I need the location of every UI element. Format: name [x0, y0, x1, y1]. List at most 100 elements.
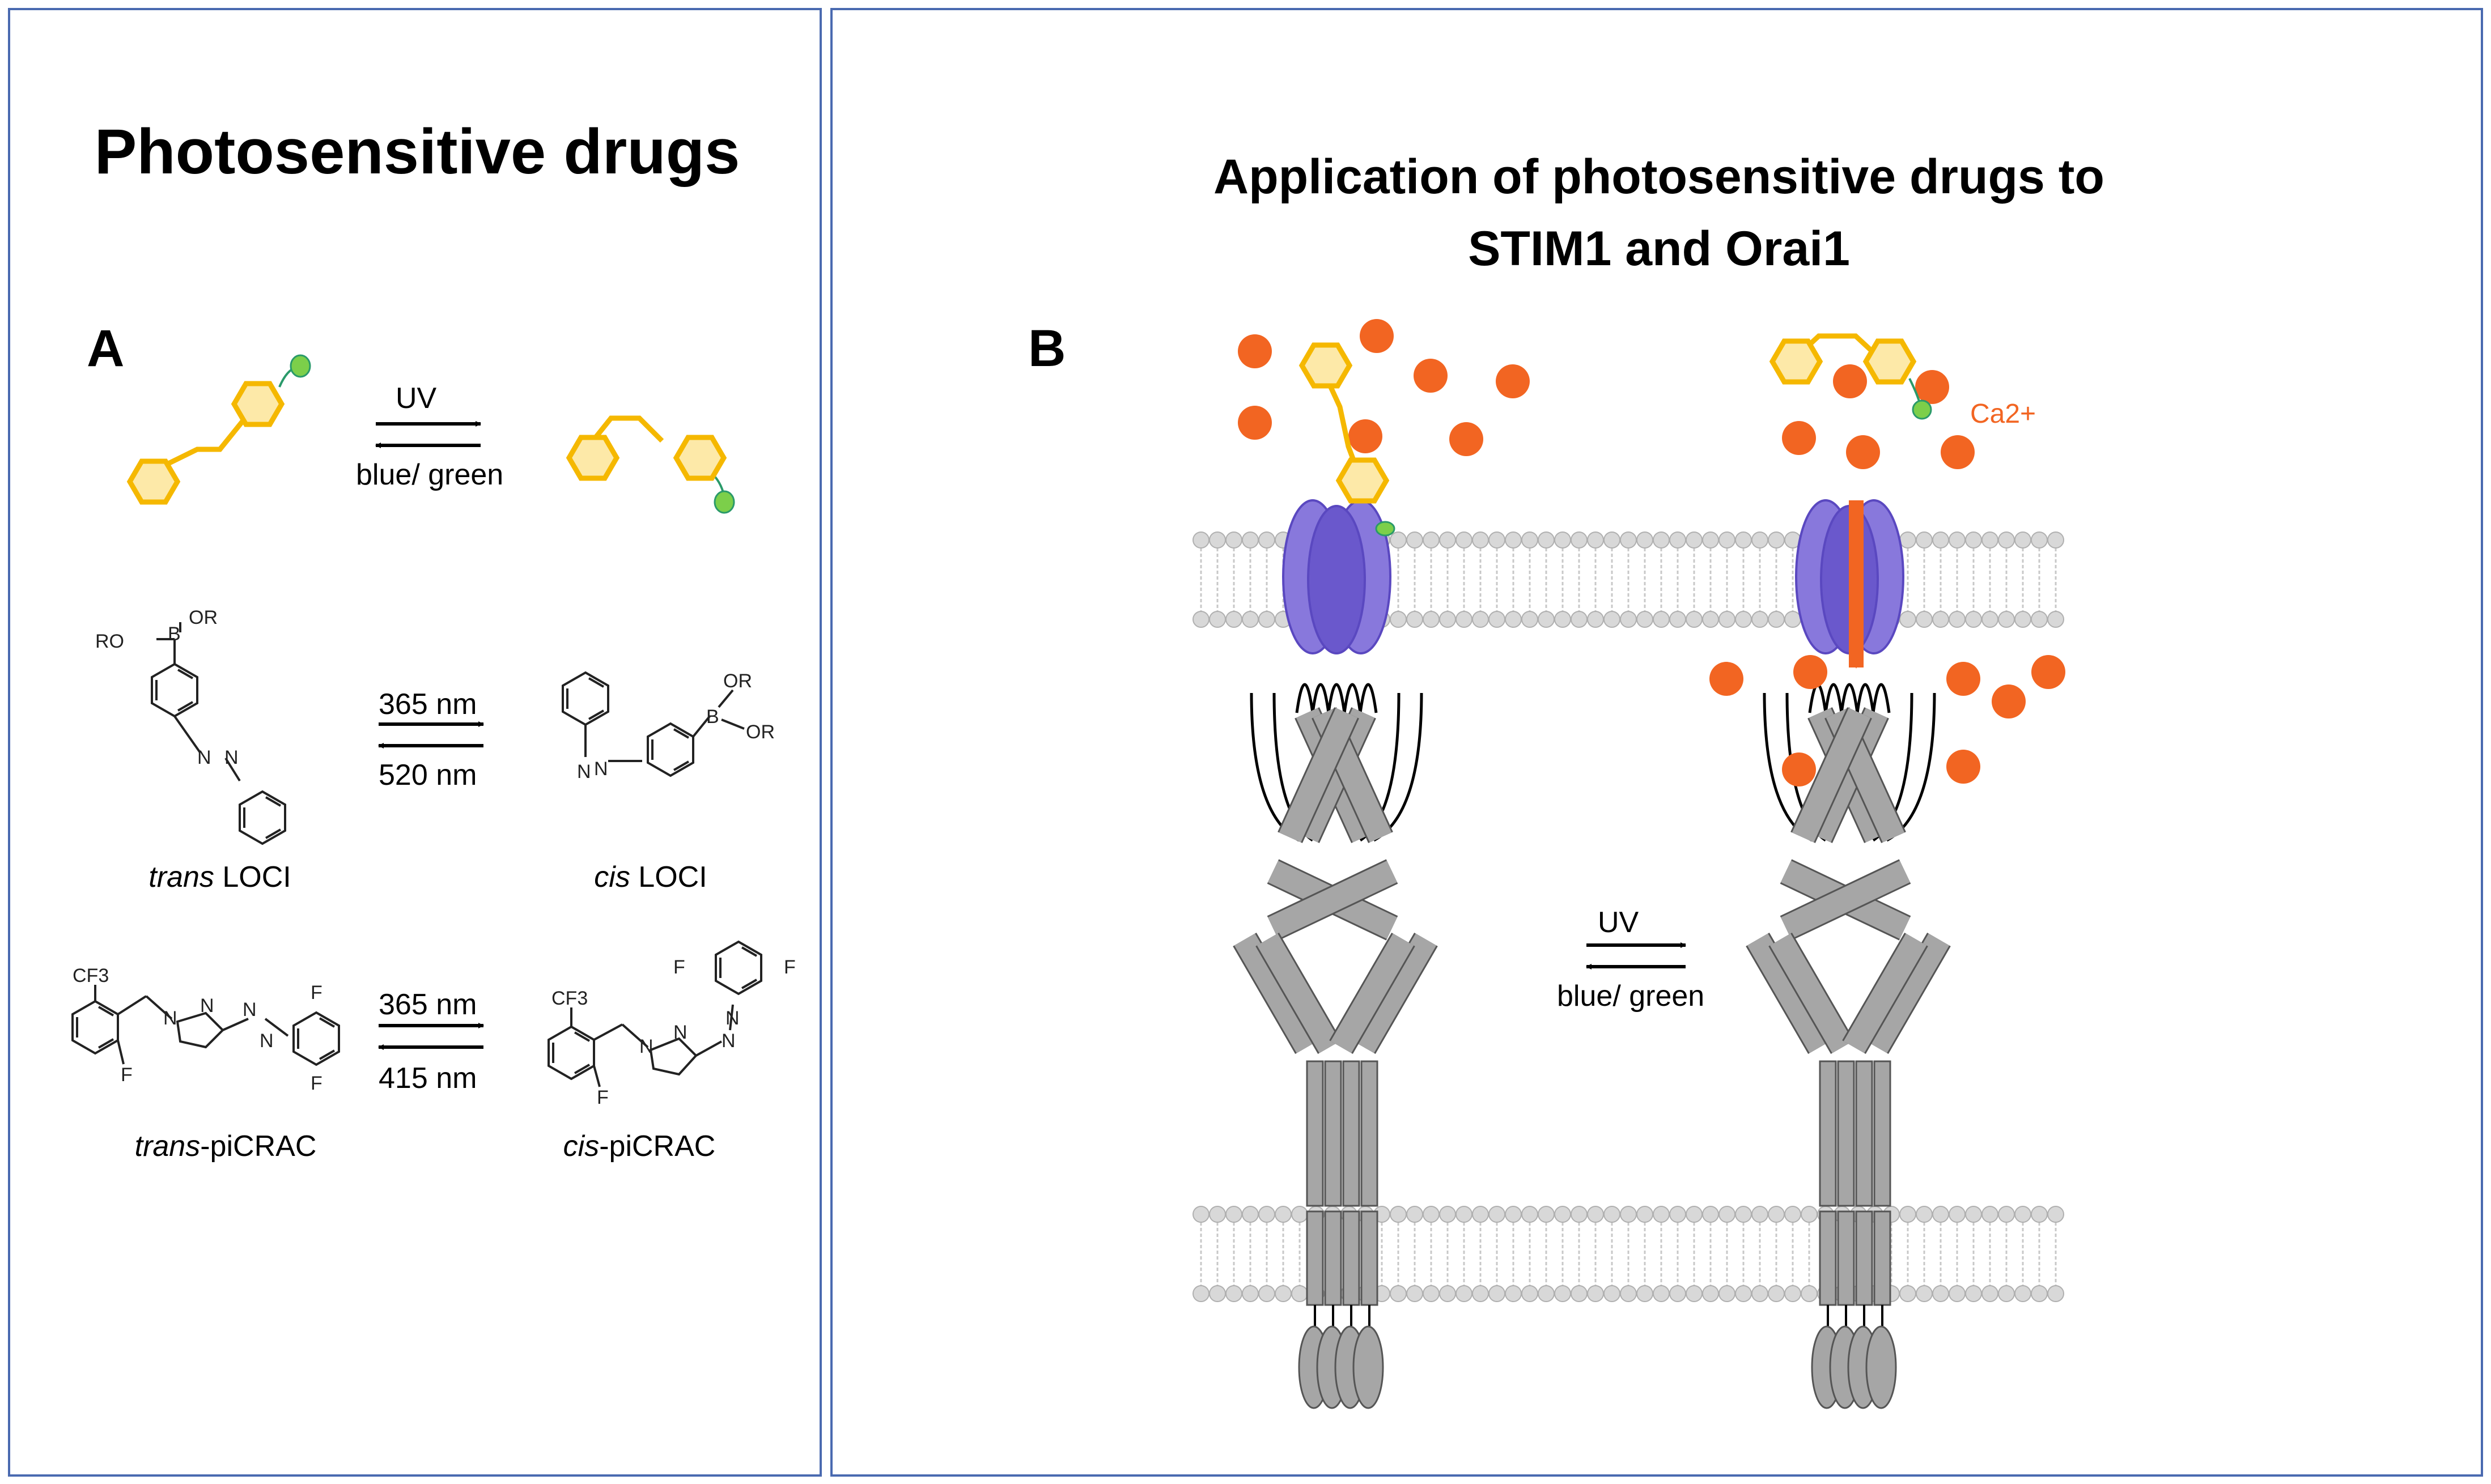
calcium-ion	[1946, 750, 1980, 784]
lipid-head	[1423, 1206, 1440, 1223]
lipid-head	[1735, 611, 1752, 628]
cis-loci-b-atom: B	[706, 706, 719, 728]
lipid-head	[1390, 1285, 1407, 1302]
lipid-head	[1998, 1206, 2015, 1223]
lipid-head	[1406, 531, 1423, 548]
calcium-ion	[1782, 752, 1816, 786]
lipid-head	[1423, 531, 1440, 548]
lipid-head	[1998, 611, 2015, 628]
lipid-head	[1899, 1206, 1916, 1223]
loci-b-atom: B	[168, 623, 181, 645]
lipid-head	[2047, 1285, 2064, 1302]
lipid-head	[1521, 1285, 1538, 1302]
lipid-head	[1981, 1285, 1998, 1302]
lipid-head	[1620, 1206, 1637, 1223]
lipid-head	[1998, 1285, 2015, 1302]
trans-picrac-cf3-atom: CF3	[73, 965, 109, 987]
stim-helix	[1296, 708, 1375, 843]
stim-tm-segment	[1360, 1210, 1378, 1306]
lipid-head	[1899, 531, 1916, 548]
lipid-head	[1949, 1206, 1966, 1223]
lipid-head	[1275, 1206, 1292, 1223]
cis-loci-n1-atom: N	[577, 761, 591, 783]
lipid-head	[1636, 1285, 1653, 1302]
stim-helix	[1267, 861, 1398, 939]
lipid-head	[1258, 611, 1275, 628]
cis-loci-or1-atom: OR	[723, 670, 752, 692]
lipid-head	[2047, 1206, 2064, 1223]
calcium-ions	[1238, 319, 2065, 786]
lipid-head	[1603, 1285, 1620, 1302]
lipid-head	[1653, 1285, 1670, 1302]
lipid-head	[1291, 1285, 1308, 1302]
lipid-head	[1439, 531, 1456, 548]
lipid-head	[1718, 611, 1735, 628]
lipid-head	[1488, 1206, 1505, 1223]
stim-tm-segment	[1873, 1210, 1891, 1306]
trans-picrac-structure: CF3 F N N N N F F	[71, 965, 340, 1094]
lipid-head	[1899, 1285, 1916, 1302]
lipid-head	[1193, 1285, 1210, 1302]
stim-segment	[1306, 1060, 1324, 1207]
stim-segment	[1360, 1060, 1378, 1207]
lipid-head	[1768, 1206, 1785, 1223]
lipid-head	[1521, 531, 1538, 548]
lipid-head	[1193, 611, 1210, 628]
loci-n1-atom: N	[197, 747, 211, 768]
loci-ro-atom: RO	[95, 631, 124, 652]
panel-b-arrows	[1586, 942, 1686, 970]
cis-picrac-structure: CF3 F N N N N F F	[548, 941, 796, 1108]
lipid-head	[1669, 611, 1686, 628]
lipid-head	[1439, 611, 1456, 628]
stim-helix	[1843, 933, 1927, 1053]
stim-tm-segment	[1324, 1210, 1342, 1306]
lipid-head	[1587, 611, 1604, 628]
lipid-head	[1193, 1206, 1210, 1223]
lipid-head	[1620, 531, 1637, 548]
lipid-head	[1669, 1285, 1686, 1302]
stim-helix	[1279, 708, 1358, 843]
lipid-head	[2047, 531, 2064, 548]
lipid-head	[1439, 1206, 1456, 1223]
lipid-head	[1653, 531, 1670, 548]
lipid-head	[2031, 531, 2048, 548]
lipid-head	[1965, 1206, 1982, 1223]
cis-picrac-caption: cis-piCRAC	[563, 1130, 716, 1163]
lipid-head	[1505, 611, 1522, 628]
trans-picrac-n1-atom: N	[163, 1007, 177, 1029]
lipid-head	[1702, 1285, 1719, 1302]
lipid-head	[1965, 1285, 1982, 1302]
calcium-ion	[1946, 662, 1980, 696]
trans-picrac-n3-atom: N	[243, 999, 257, 1020]
panel-a-letter: A	[87, 320, 125, 377]
stim-helix	[1234, 933, 1318, 1053]
lipid-head	[1932, 611, 1949, 628]
lipid-head	[1784, 1206, 1801, 1223]
lipid-head	[1653, 611, 1670, 628]
lipid-head	[1225, 1285, 1242, 1302]
orai-loop	[1840, 683, 1859, 713]
lipid-head	[1735, 531, 1752, 548]
lipid-head	[1275, 1285, 1292, 1302]
trans-picrac-caption: trans-piCRAC	[134, 1130, 317, 1163]
trans-azobenzene-cartoon	[130, 354, 311, 502]
lipid-head	[1916, 1206, 1933, 1223]
lipid-head	[1636, 611, 1653, 628]
lipid-head	[1423, 611, 1440, 628]
calcium-label: Ca2+	[1970, 399, 2036, 429]
panel-b-forward-label: UV	[1598, 906, 1639, 939]
row2-arrows	[378, 721, 484, 749]
lipid-head	[1406, 611, 1423, 628]
row3-arrows	[378, 1023, 484, 1050]
cis-picrac-n1-atom: N	[639, 1036, 653, 1057]
row1-arrows	[375, 421, 481, 448]
lipid-head	[1916, 1285, 1933, 1302]
lipid-head	[1636, 531, 1653, 548]
calcium-ion	[1709, 662, 1743, 696]
lipid-head	[1488, 531, 1505, 548]
lipid-head	[2031, 611, 2048, 628]
lipid-head	[1538, 611, 1555, 628]
trans-picrac-f2-atom: F	[311, 982, 322, 1003]
panel-b: Application of photosensitive drugs to S…	[830, 8, 2483, 1477]
lipid-head	[1390, 1206, 1407, 1223]
